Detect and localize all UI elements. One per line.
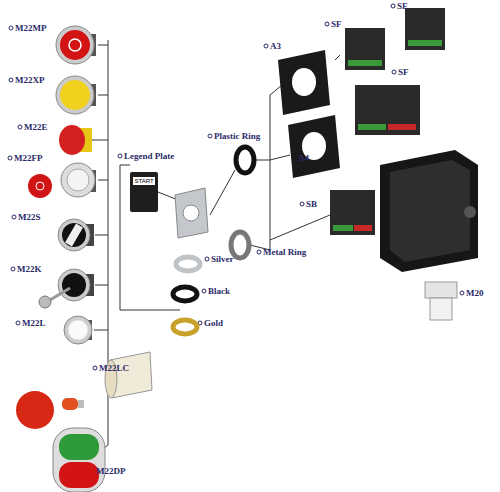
part-label: M22S — [18, 212, 41, 223]
part-label: Metal Ring — [263, 247, 306, 258]
mounting-frame — [278, 50, 340, 178]
part-label: A3 — [270, 41, 281, 52]
part-label: Plastic Ring — [214, 131, 260, 142]
mushroom-button — [59, 125, 92, 155]
part-label: SF — [397, 1, 408, 12]
part-label: M20 — [466, 288, 484, 299]
legend-plate: START — [130, 172, 158, 212]
gold-ring — [173, 320, 197, 334]
part-label: Silver — [211, 254, 234, 265]
yellow-button — [56, 76, 96, 114]
silver-ring — [176, 257, 200, 271]
key-switch — [39, 269, 94, 308]
part-label: M22XP — [15, 75, 45, 86]
red-button — [56, 26, 96, 64]
part-label: M22FP — [14, 153, 43, 164]
part-label: SB — [306, 199, 317, 210]
leader-lines — [92, 40, 340, 455]
metal-plate — [175, 188, 208, 238]
part-label: Black — [208, 286, 230, 297]
black-ring — [173, 287, 197, 301]
plate-text: START — [133, 177, 155, 185]
double-button — [53, 428, 105, 492]
part-label: M22E — [24, 122, 48, 133]
selector-switch — [58, 219, 94, 251]
enclosure — [380, 150, 478, 272]
plate-hole — [183, 205, 199, 221]
flush-button — [28, 163, 96, 198]
part-label: M22LC — [99, 363, 129, 374]
part-label: M22MP — [15, 23, 47, 34]
part-label: M22L — [22, 318, 46, 329]
part-label: Gold — [204, 318, 223, 329]
part-label: M22K — [17, 264, 42, 275]
plastic-ring — [236, 147, 254, 173]
part-label: Legend Plate — [124, 151, 174, 162]
part-label: A4 — [298, 153, 309, 164]
metal-ring — [231, 232, 249, 258]
part-label: SF — [398, 67, 409, 78]
indicator-light — [64, 316, 92, 344]
part-label: SF — [331, 19, 342, 30]
lamp-socket — [16, 352, 152, 429]
part-label: M22DP — [96, 466, 126, 477]
cable-gland — [425, 282, 457, 320]
